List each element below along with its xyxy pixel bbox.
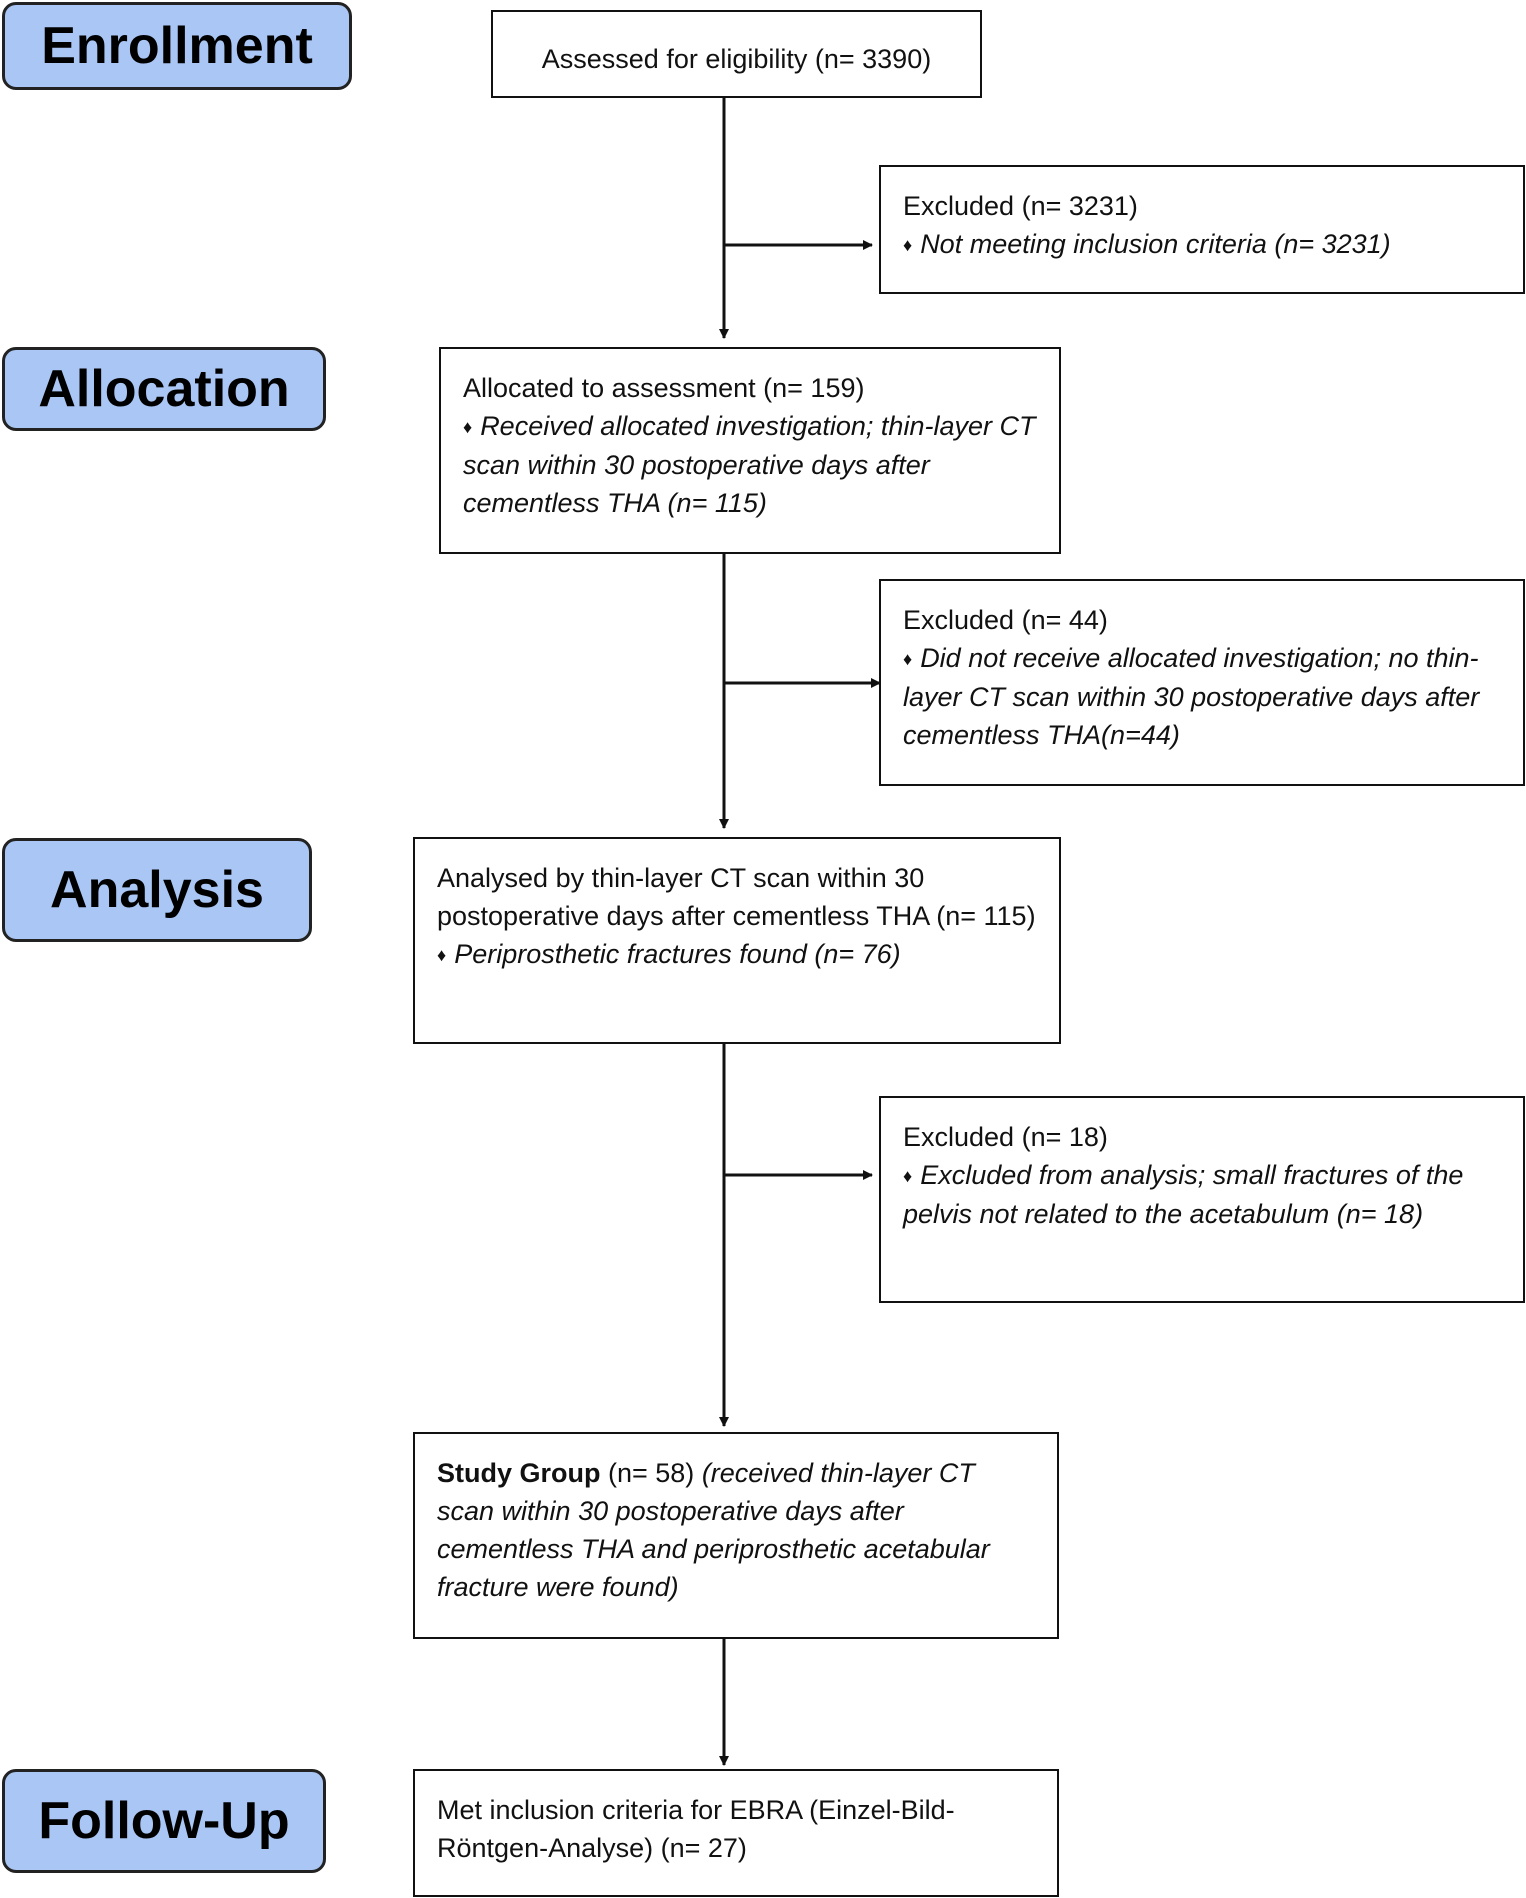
analysed-item: Periprosthetic fractures found (n= 76) bbox=[454, 939, 901, 969]
assessed-text: Assessed for eligibility (n= 3390) bbox=[541, 44, 932, 74]
bullet-icon: ♦ bbox=[437, 945, 447, 965]
stage-followup-label: Follow-Up bbox=[38, 1792, 290, 1850]
bullet-icon: ♦ bbox=[903, 649, 913, 669]
box-assessed: Assessed for eligibility (n= 3390) bbox=[491, 10, 982, 98]
box-excluded-3: Excluded (n= 18) ♦Excluded from analysis… bbox=[879, 1096, 1525, 1303]
bullet-icon: ♦ bbox=[903, 1166, 913, 1186]
study-group-label: Study Group bbox=[437, 1458, 601, 1488]
stage-analysis-label: Analysis bbox=[50, 861, 264, 919]
box-excluded-2: Excluded (n= 44) ♦Did not receive alloca… bbox=[879, 579, 1525, 786]
study-group-description: (received thin-layer CT scan within 30 p… bbox=[437, 1458, 990, 1602]
met-inclusion-text: Met inclusion criteria for EBRA (Einzel-… bbox=[437, 1795, 955, 1863]
box-excluded-1: Excluded (n= 3231) ♦ Not meeting inclusio… bbox=[879, 165, 1525, 294]
box-met-inclusion: Met inclusion criteria for EBRA (Einzel-… bbox=[413, 1769, 1059, 1897]
box-allocated: Allocated to assessment (n= 159) ♦Receiv… bbox=[439, 347, 1061, 554]
bullet-icon: ♦ bbox=[903, 235, 913, 255]
bullet-icon: ♦ bbox=[463, 417, 473, 437]
excluded-3-title: Excluded (n= 18) bbox=[903, 1122, 1108, 1152]
excluded-2-title: Excluded (n= 44) bbox=[903, 605, 1108, 635]
allocated-title: Allocated to assessment (n= 159) bbox=[463, 373, 865, 403]
excluded-1-title: Excluded (n= 3231) bbox=[903, 191, 1138, 221]
box-study-group: Study Group (n= 58) (received thin-layer… bbox=[413, 1432, 1059, 1639]
stage-allocation-label: Allocation bbox=[38, 360, 290, 418]
analysed-title: Analysed by thin-layer CT scan within 30… bbox=[437, 863, 1036, 931]
excluded-1-item: Not meeting inclusion criteria (n= 3231) bbox=[920, 229, 1391, 259]
excluded-3-item: Excluded from analysis; small fractures … bbox=[903, 1160, 1464, 1229]
stage-followup: Follow-Up bbox=[2, 1769, 326, 1873]
stage-enrollment: Enrollment bbox=[2, 2, 352, 90]
stage-enrollment-label: Enrollment bbox=[41, 17, 313, 75]
excluded-2-item: Did not receive allocated investigation;… bbox=[903, 643, 1480, 750]
stage-analysis: Analysis bbox=[2, 838, 312, 942]
study-group-count: (n= 58) bbox=[600, 1458, 702, 1488]
stage-allocation: Allocation bbox=[2, 347, 326, 431]
allocated-item: Received allocated investigation; thin-l… bbox=[463, 411, 1036, 518]
box-analysed: Analysed by thin-layer CT scan within 30… bbox=[413, 837, 1061, 1044]
